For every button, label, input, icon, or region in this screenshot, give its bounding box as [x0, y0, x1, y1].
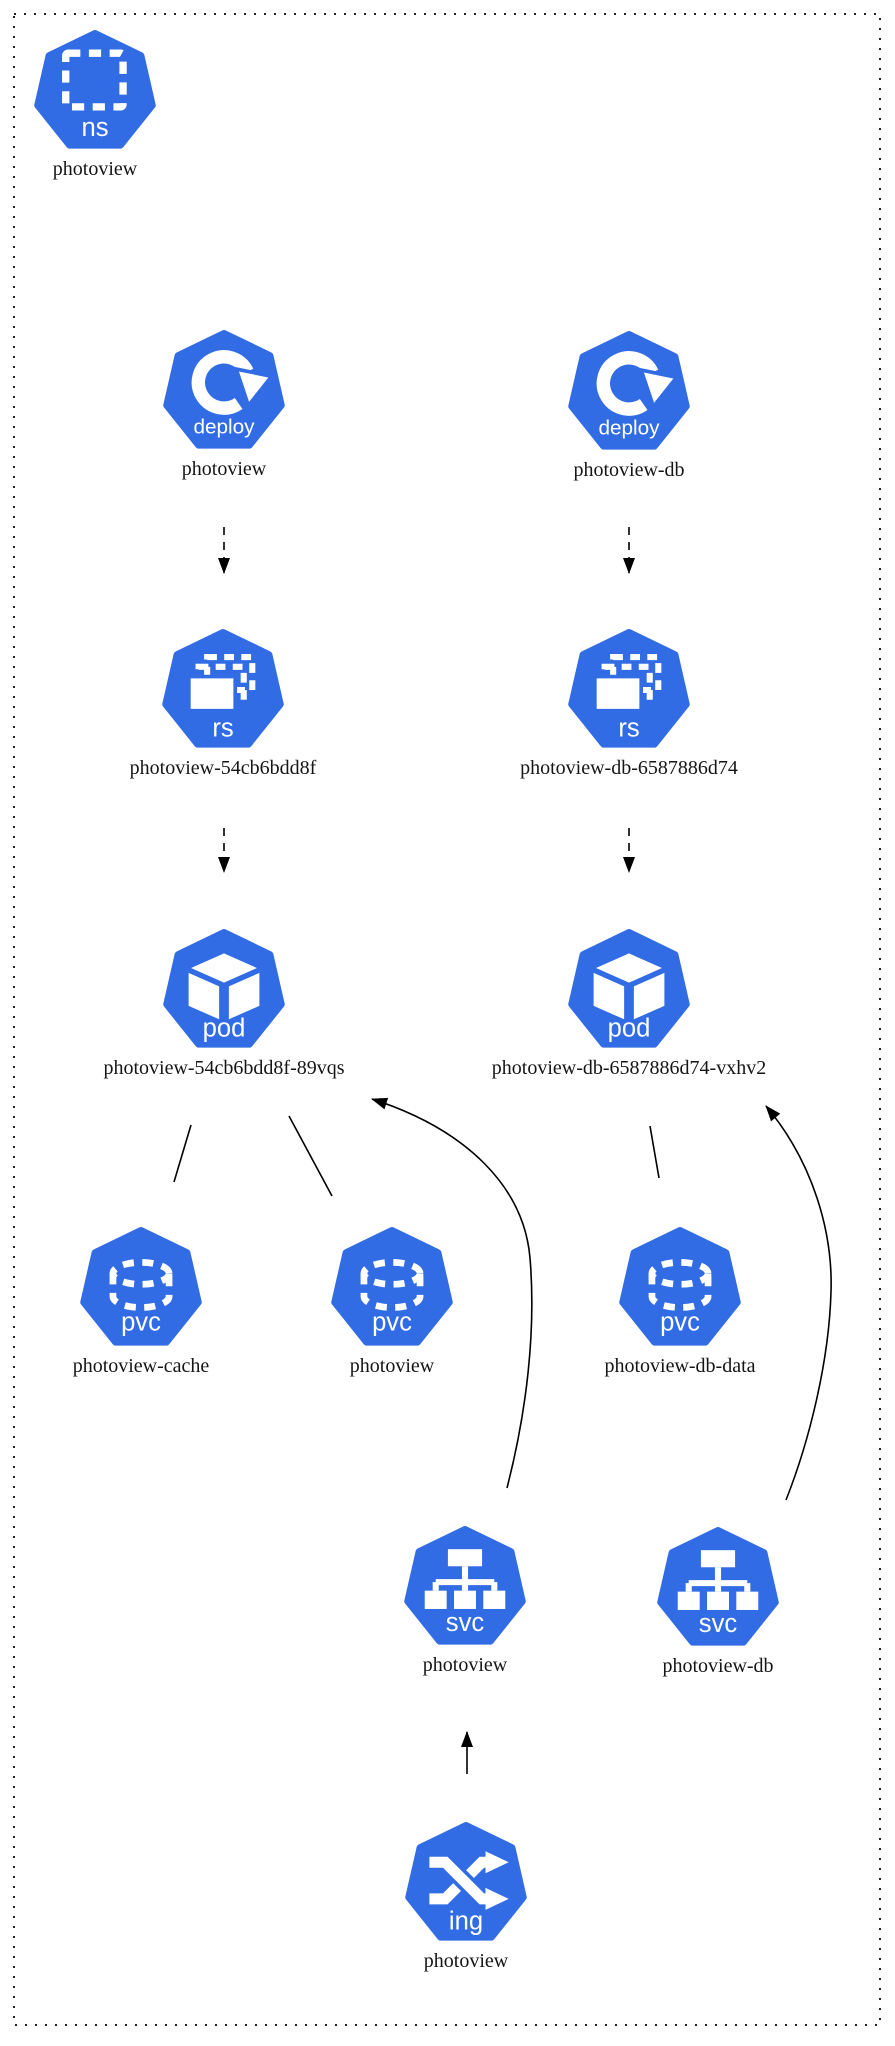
namespace-icon: ns	[34, 29, 156, 149]
namespace-badge: ns	[81, 114, 108, 142]
service-node: svc photoview	[404, 1526, 526, 1676]
service-badge: svc	[446, 1609, 485, 1637]
edge-svc2-pod2	[765, 1105, 832, 1501]
edge-svc1-pod1	[371, 1097, 533, 1489]
service-icon: svc	[404, 1526, 526, 1645]
service-node: svc photoview-db	[657, 1527, 779, 1677]
pod-node: pod photoview-db-6587886d74-vxhv2	[492, 929, 766, 1079]
pod-label: photoview-54cb6bdd8f-89vqs	[103, 1057, 345, 1079]
ingress-label: photoview	[423, 1950, 509, 1972]
replicaset-label: photoview-54cb6bdd8f	[129, 757, 317, 779]
pvc-node: pvc photoview-cache	[73, 1227, 209, 1377]
replicaset-icon: rs	[162, 629, 284, 748]
sitemap-glyph	[424, 1549, 506, 1609]
replicaset-label: photoview-db-6587886d74	[520, 757, 738, 779]
deployment-label: photoview-db	[573, 459, 685, 481]
pod-badge: pod	[203, 1014, 246, 1042]
dashed-square-glyph	[62, 49, 127, 111]
deployment-label: photoview	[181, 458, 267, 480]
replicaset-badge: rs	[618, 714, 639, 742]
pod-icon: pod	[163, 929, 285, 1048]
service-icon: svc	[657, 1527, 779, 1646]
pod-badge: pod	[608, 1014, 651, 1042]
namespace-node: ns photoview	[34, 29, 156, 180]
edge-pod1-pvc2	[288, 1115, 333, 1197]
rollout-arrow-glyph	[596, 351, 680, 416]
pvc-node: pvc photoview-db-data	[604, 1227, 756, 1377]
cube-glyph	[188, 953, 260, 1020]
deployment-badge: deploy	[193, 416, 255, 439]
replicaset-badge: rs	[212, 714, 233, 742]
pvc-icon: pvc	[619, 1227, 741, 1346]
page-dotted-border	[13, 13, 881, 2026]
edge-pod2-pvc3	[649, 1125, 660, 1179]
pvc-node: pvc photoview	[331, 1227, 453, 1377]
namespace-label: photoview	[52, 158, 138, 180]
service-badge: svc	[699, 1610, 738, 1638]
pvc-badge: pvc	[660, 1309, 700, 1337]
pod-icon: pod	[568, 929, 690, 1048]
deployment-node: deploy photoview-db	[568, 331, 690, 481]
cube-glyph	[593, 953, 665, 1020]
pvc-icon: pvc	[80, 1227, 202, 1346]
pvc-label: photoview-cache	[72, 1355, 210, 1377]
service-label: photoview-db	[662, 1655, 774, 1677]
sitemap-glyph	[677, 1550, 759, 1610]
pod-label: photoview-db-6587886d74-vxhv2	[491, 1057, 767, 1079]
pvc-badge: pvc	[121, 1309, 161, 1337]
replicaset-node: rs photoview-db-6587886d74	[520, 629, 738, 779]
ingress-badge: ing	[449, 1907, 483, 1935]
deployment-node: deploy photoview	[163, 330, 285, 480]
replicaset-node: rs photoview-54cb6bdd8f	[130, 629, 316, 779]
ingress-node: ing photoview	[405, 1822, 527, 1972]
crossing-arrows-glyph	[429, 1851, 509, 1910]
deployment-icon: deploy	[163, 330, 285, 449]
pvc-icon: pvc	[331, 1227, 453, 1346]
service-label: photoview	[422, 1654, 508, 1676]
replicaset-icon: rs	[568, 629, 690, 748]
stacked-rects-glyph	[593, 654, 662, 713]
deployment-icon: deploy	[568, 331, 690, 450]
edge-pod1-pvc1	[173, 1124, 192, 1183]
rollout-arrow-glyph	[191, 350, 275, 415]
deployment-badge: deploy	[598, 417, 660, 440]
ingress-icon: ing	[405, 1822, 527, 1941]
pvc-label: photoview	[349, 1355, 435, 1377]
stacked-rects-glyph	[187, 654, 256, 713]
pvc-label: photoview-db-data	[604, 1355, 756, 1377]
pod-node: pod photoview-54cb6bdd8f-89vqs	[103, 929, 345, 1079]
pvc-badge: pvc	[372, 1309, 412, 1337]
